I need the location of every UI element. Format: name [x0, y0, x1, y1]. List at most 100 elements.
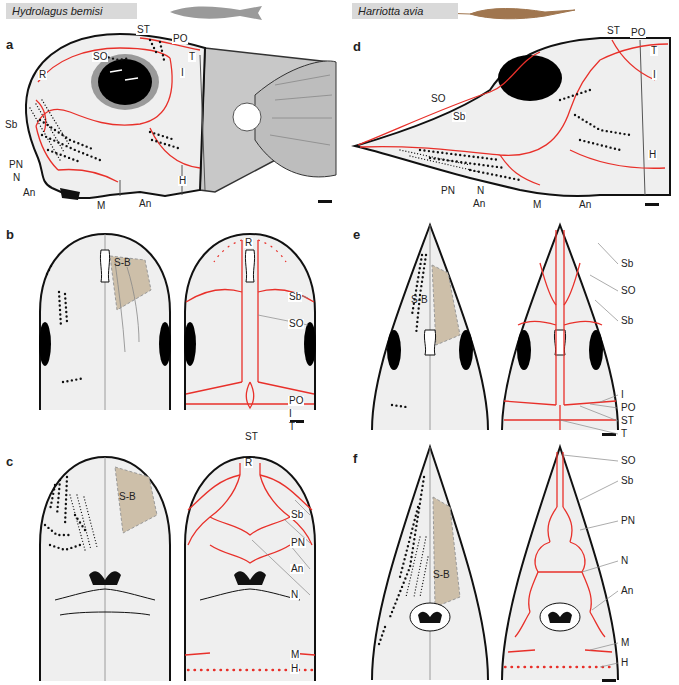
panel-letter: d [352, 40, 362, 53]
canal-label: M [532, 200, 542, 210]
drawing-path [560, 395, 618, 434]
drawing-ellipse [304, 322, 316, 366]
drawing-path [152, 140, 178, 148]
canal-label: An [22, 188, 36, 198]
canal-label: PN [8, 160, 24, 170]
drawing-path [412, 255, 422, 315]
drawing-path [36, 126, 58, 170]
drawing-g [505, 666, 615, 668]
panel-letter: a [5, 38, 14, 51]
drawing-path [570, 150, 665, 168]
drawing-path [430, 158, 505, 168]
canal-label: M [96, 201, 106, 211]
canal-label: SO [430, 94, 446, 104]
drawing-path [406, 537, 420, 597]
panel-letter: e [352, 228, 361, 241]
drawing-path [115, 467, 157, 533]
drawing-g [502, 447, 618, 682]
drawing-path [36, 58, 172, 126]
drawing-path [414, 537, 426, 597]
drawing-path [420, 150, 500, 160]
drawing-g [40, 457, 170, 681]
canal-label: PO [620, 403, 636, 413]
drawing-ellipse [387, 330, 401, 370]
drawing-ellipse [540, 603, 580, 631]
drawing-path [42, 135, 100, 160]
drawing-path [500, 155, 540, 185]
canal-label: H [620, 658, 629, 668]
drawing-g [45, 477, 85, 550]
drawing-use [185, 457, 315, 681]
drawing-g [372, 447, 488, 680]
drawing-path [580, 140, 620, 150]
drawing-path [188, 475, 312, 510]
canal-label: SO [620, 456, 636, 466]
drawing-path [400, 150, 470, 165]
drawing-ellipse [91, 54, 159, 110]
drawing-g [372, 225, 488, 430]
species-band: Hydrolagus bemisi [6, 3, 137, 19]
drawing-path [63, 378, 85, 382]
drawing-path [60, 188, 80, 200]
drawing-path [270, 75, 332, 145]
drawing-path [210, 545, 290, 563]
drawing-path [245, 250, 254, 282]
drawing-path [150, 132, 175, 140]
drawing-path [70, 495, 85, 550]
drawing-path [612, 40, 655, 80]
drawing-path [390, 477, 424, 617]
drawing-path [518, 321, 602, 325]
drawing-g [185, 457, 315, 685]
drawing-g [504, 230, 616, 430]
drawing-path [150, 128, 200, 168]
drawing-path [42, 100, 70, 146]
drawing-ellipse [517, 330, 531, 370]
drawing-path [440, 9, 575, 19]
drawing-path [640, 40, 645, 195]
drawing-path [200, 589, 300, 600]
drawing-path [600, 44, 668, 60]
panel-letter: c [5, 455, 14, 468]
canal-label: An [472, 199, 486, 209]
drawing-g [39, 234, 171, 410]
drawing-path [115, 262, 139, 352]
canal-label: An [578, 200, 592, 210]
canal-label: Sb [4, 120, 18, 130]
canal-label: H [290, 664, 299, 674]
canal-label: H [648, 150, 657, 160]
drawing-use [372, 225, 488, 430]
drawing-ellipse [39, 322, 51, 366]
canal-label: R [244, 458, 253, 468]
drawing-path [424, 330, 435, 355]
drawing-path [89, 571, 121, 585]
drawing-path [255, 61, 336, 177]
canal-label: PO [288, 396, 304, 406]
drawing-use [502, 225, 618, 430]
drawing-g [30, 100, 70, 160]
drawing-ellipse [589, 330, 603, 370]
canal-label: ST [620, 416, 635, 426]
drawing-path [378, 627, 385, 647]
drawing-path [186, 290, 314, 302]
drawing-path [186, 382, 314, 394]
drawing-path [110, 256, 151, 310]
drawing-path [360, 60, 600, 155]
drawing-path [556, 230, 564, 405]
drawing-path [557, 452, 563, 507]
canal-label: S-B [118, 492, 137, 502]
canal-label: An [138, 199, 152, 209]
canal-label: T [650, 46, 658, 56]
drawing-ellipse [498, 55, 562, 101]
drawing-g [378, 477, 424, 647]
drawing-path [36, 100, 46, 132]
canal-label: PN [440, 186, 456, 196]
drawing-ellipse [459, 330, 473, 370]
drawing-path [575, 115, 630, 135]
drawing-use [40, 234, 170, 410]
drawing-path [234, 571, 266, 585]
drawing-path [38, 48, 170, 82]
drawing-g [186, 240, 314, 408]
drawing-g [47, 262, 85, 382]
drawing-path [548, 612, 572, 623]
